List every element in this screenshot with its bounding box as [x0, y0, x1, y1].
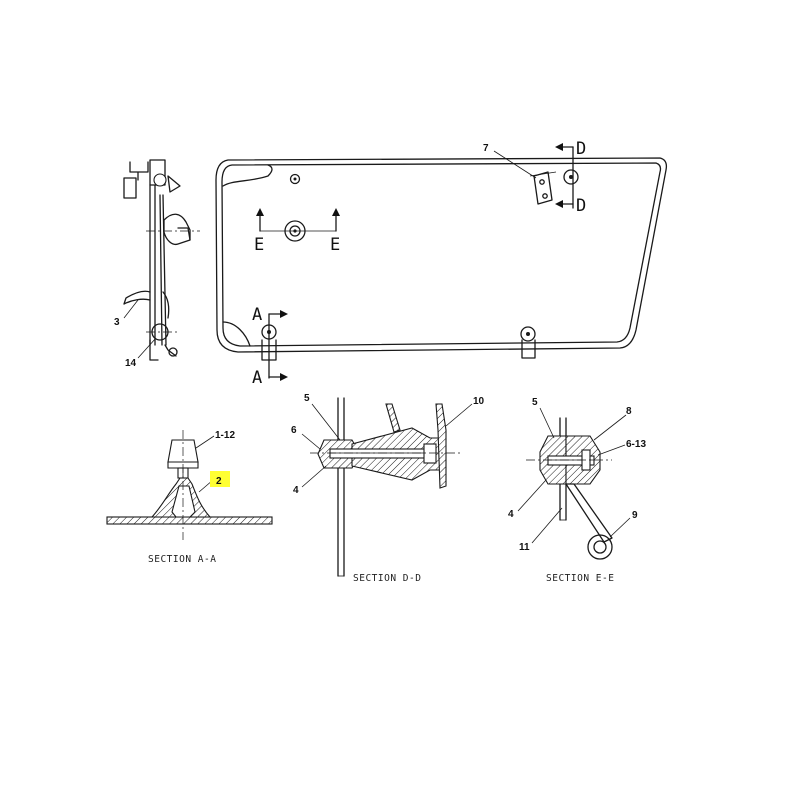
- section-mark-d-bottom: D: [576, 196, 586, 216]
- callout-5-d: 5: [304, 393, 310, 404]
- side-view: 3 14: [114, 159, 200, 369]
- section-mark-d-top: D: [576, 139, 586, 159]
- caption-section-e: SECTION E-E: [546, 573, 614, 584]
- callout-5-e: 5: [532, 397, 538, 408]
- section-mark-e-right: E: [330, 235, 340, 255]
- callout-7: 7: [483, 143, 489, 154]
- door-panel: E E 7 D D A A: [215, 139, 668, 388]
- callout-6-d: 6: [291, 425, 297, 436]
- callout-11: 11: [519, 542, 530, 553]
- callout-3: 3: [114, 317, 120, 328]
- highlight-callout-2: [210, 471, 230, 487]
- section-a-a: 1-12 2 SECTION A-A: [106, 430, 273, 565]
- callout-8: 8: [626, 406, 632, 417]
- callout-10: 10: [473, 396, 485, 407]
- section-mark-a-bottom: A: [252, 368, 262, 388]
- section-mark-a-top: A: [252, 305, 262, 325]
- caption-section-d: SECTION D-D: [353, 573, 421, 584]
- callout-14: 14: [125, 358, 137, 369]
- callout-4-d: 4: [293, 485, 299, 496]
- callout-1-12: 1-12: [215, 430, 235, 441]
- caption-section-a: SECTION A-A: [148, 554, 216, 565]
- callout-4-e: 4: [508, 509, 514, 520]
- section-mark-e-left: E: [254, 235, 264, 255]
- callout-6-13: 6-13: [626, 439, 646, 450]
- callout-2: 2: [216, 476, 222, 487]
- section-e-e: 5 8 6-13 4 11 9 SECTION E-E: [508, 397, 646, 584]
- callout-9: 9: [632, 510, 638, 521]
- section-d-d: 5 6 4 10 SECTION D-D: [291, 393, 485, 584]
